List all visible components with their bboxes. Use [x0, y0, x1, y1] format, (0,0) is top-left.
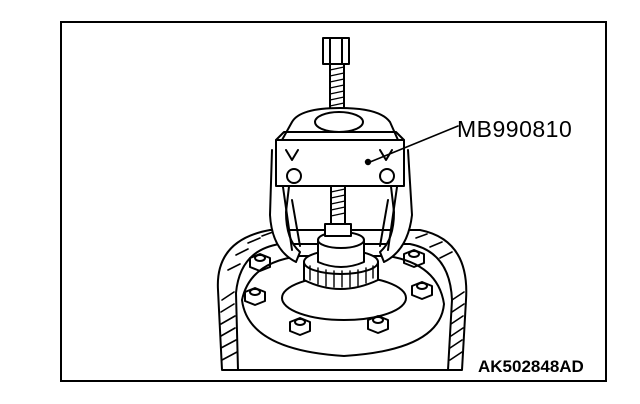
gear-bolt — [289, 317, 311, 336]
gear-bolt — [411, 281, 433, 300]
puller-crossbar — [275, 107, 405, 187]
figure-id-label: AK502848AD — [478, 357, 584, 376]
callout-leader-line — [369, 125, 459, 163]
helical-gear — [216, 229, 468, 371]
tool-callout-label: MB990810 — [457, 116, 573, 142]
gear-bolt — [403, 249, 425, 268]
bearing — [303, 231, 379, 290]
gear-bolt — [249, 253, 271, 272]
gear-bolt — [367, 315, 389, 334]
gear-bolt — [244, 287, 266, 306]
forcing-screw — [322, 37, 352, 237]
